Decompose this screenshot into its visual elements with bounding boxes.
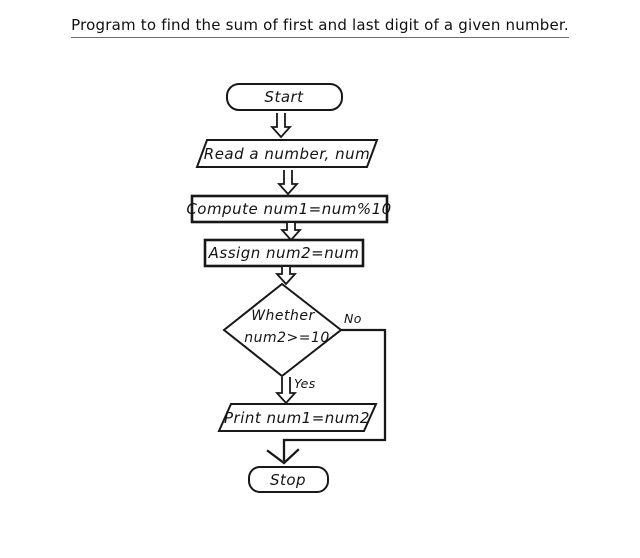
print-node-label: Print num1=num2 <box>224 409 370 427</box>
down-arrow-icon <box>274 267 298 286</box>
stop-node-label: Stop <box>270 471 306 489</box>
down-arrow-icon <box>279 223 303 242</box>
yes-branch-label: Yes <box>294 376 316 391</box>
decision-node <box>222 282 343 378</box>
stop-node <box>248 466 329 493</box>
assign-process-node <box>203 238 365 268</box>
decision-label-line1: Whether <box>251 308 315 324</box>
print-io-node <box>217 403 378 432</box>
no-branch-arrowhead-icon <box>266 448 300 465</box>
read-io-node <box>195 139 379 168</box>
page-title-row: Program to find the sum of first and las… <box>0 15 640 38</box>
page-title: Program to find the sum of first and las… <box>71 16 569 38</box>
no-branch-label: No <box>344 311 362 326</box>
down-arrow-icon <box>274 377 298 405</box>
compute-node-label: Compute num1=num%10 <box>186 200 391 218</box>
decision-label-line2: num2>=10 <box>244 330 330 346</box>
no-branch-line <box>282 328 387 462</box>
down-arrow-icon <box>276 170 300 196</box>
assign-node-label: Assign num2=num <box>208 244 360 262</box>
start-node-label: Start <box>264 88 304 106</box>
compute-process-node <box>190 194 389 224</box>
read-node-label: Read a number, num <box>204 145 370 163</box>
start-node <box>226 83 343 111</box>
down-arrow-icon <box>269 113 293 139</box>
